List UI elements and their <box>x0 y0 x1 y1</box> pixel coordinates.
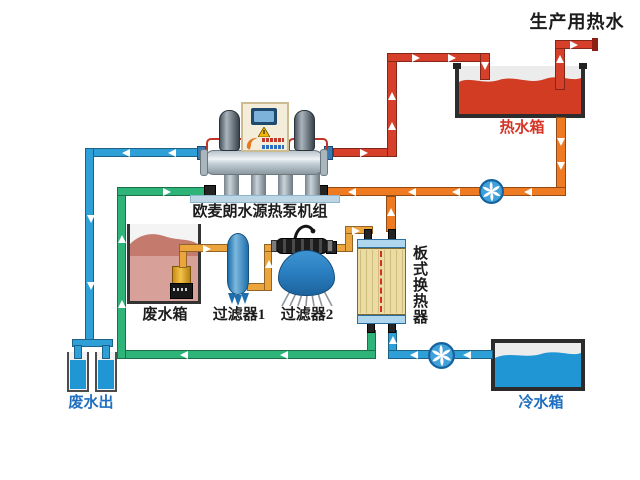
cold-water-surface <box>495 352 581 387</box>
hot-water-surface <box>459 77 581 114</box>
flow-arrow <box>118 235 126 243</box>
filter1-leg <box>234 295 242 306</box>
flow-arrow <box>168 149 176 157</box>
waste-out-water-left <box>70 360 86 389</box>
flow-arrow <box>452 188 460 196</box>
flow-arrow <box>87 282 95 290</box>
hot-tank-left-cap <box>453 63 461 69</box>
cold-loop-pump-icon <box>428 342 455 369</box>
controller-screen <box>254 111 274 122</box>
flow-arrow <box>203 245 211 253</box>
hx-bottom-plate <box>357 315 406 324</box>
warning-triangle-icon <box>258 127 270 137</box>
hot-water-tank-label: 热水箱 <box>499 120 545 136</box>
filter2-valve-cap-left <box>271 240 277 252</box>
brand-logo-swoosh <box>246 137 258 150</box>
flow-arrow <box>410 351 418 359</box>
waste-water-tank-label: 废水箱 <box>142 307 188 323</box>
production-hot-water-label: 生产用热水 <box>529 12 625 32</box>
flow-arrow <box>389 336 397 344</box>
flow-arrow <box>412 54 420 62</box>
waste-water-out-label: 废水出 <box>68 395 114 411</box>
hot-loop-pump-icon <box>479 179 504 204</box>
pipe-blue-manifold-leg-left <box>74 345 82 359</box>
unit-leg <box>278 170 293 196</box>
unit-vessel-cap-right <box>320 149 328 176</box>
flow-arrow <box>448 54 456 62</box>
brand-logo-text-blue <box>262 145 284 149</box>
flow-arrow <box>408 188 416 196</box>
flow-arrow <box>387 208 395 216</box>
unit-shell-vessel <box>204 150 324 175</box>
pipe-blue-manifold-leg-right <box>102 345 110 359</box>
filter2-legs <box>281 291 333 306</box>
hot-outlet-end-cap <box>592 38 598 51</box>
flow-arrow <box>180 351 188 359</box>
filter1-leg <box>241 293 249 304</box>
flow-arrow <box>118 300 126 308</box>
pipe-blue-manifold <box>72 339 113 347</box>
compressor-right <box>294 110 315 151</box>
pipe-blue-unit-out <box>92 148 207 157</box>
filter1-label: 过滤器1 <box>212 307 266 323</box>
plate-heat-exchanger-label: 板式换热器 <box>411 245 427 325</box>
flow-arrow <box>463 351 471 359</box>
submersible-pump-base <box>170 283 193 299</box>
flow-arrow <box>87 215 95 223</box>
filter2-label: 过滤器2 <box>280 307 334 323</box>
submersible-pump-base-marks <box>173 288 188 291</box>
filter2-valve-cap-right <box>327 240 333 252</box>
filter1-body <box>227 233 249 295</box>
flow-arrow <box>265 260 273 268</box>
filter2-tank <box>278 250 335 296</box>
flow-arrow <box>388 122 396 130</box>
hx-top-plate <box>357 239 406 248</box>
flow-arrow <box>122 149 130 157</box>
waste-out-water-right <box>98 360 114 389</box>
flow-arrow <box>481 62 489 70</box>
unit-leg <box>305 170 320 196</box>
flow-arrow <box>352 227 360 235</box>
flow-arrow <box>163 188 171 196</box>
filter1-leg <box>228 293 236 304</box>
heat-pump-unit-label: 欧麦朗水源热泵机组 <box>192 204 328 220</box>
flow-arrow <box>557 138 565 146</box>
unit-leg <box>251 170 266 196</box>
unit-leg <box>224 170 239 196</box>
hot-tank-right-cap <box>579 63 587 69</box>
compressor-left <box>219 110 240 151</box>
flow-arrow <box>280 351 288 359</box>
pipe-green-left-riser <box>117 188 126 359</box>
pipe-red-top <box>387 53 490 62</box>
unit-vessel-cap-left <box>200 149 208 176</box>
filter2-valve-handle <box>293 224 316 240</box>
pipe-green-bottom <box>117 350 376 359</box>
flow-arrow <box>556 55 564 63</box>
flow-arrow <box>524 188 532 196</box>
pipe-orange-tank-return <box>556 117 566 196</box>
flow-arrow <box>570 41 578 49</box>
hx-partition-line <box>380 251 382 312</box>
flow-arrow <box>360 149 368 157</box>
cold-water-tank-label: 冷水箱 <box>518 395 564 411</box>
brand-logo-text-red <box>262 138 284 142</box>
unit-base-plate <box>190 195 340 203</box>
flow-arrow <box>557 162 565 170</box>
pipe-blue-drain-riser <box>85 148 94 346</box>
flow-arrow <box>388 92 396 100</box>
flow-arrow <box>348 188 356 196</box>
pipe-red-riser <box>387 53 397 157</box>
